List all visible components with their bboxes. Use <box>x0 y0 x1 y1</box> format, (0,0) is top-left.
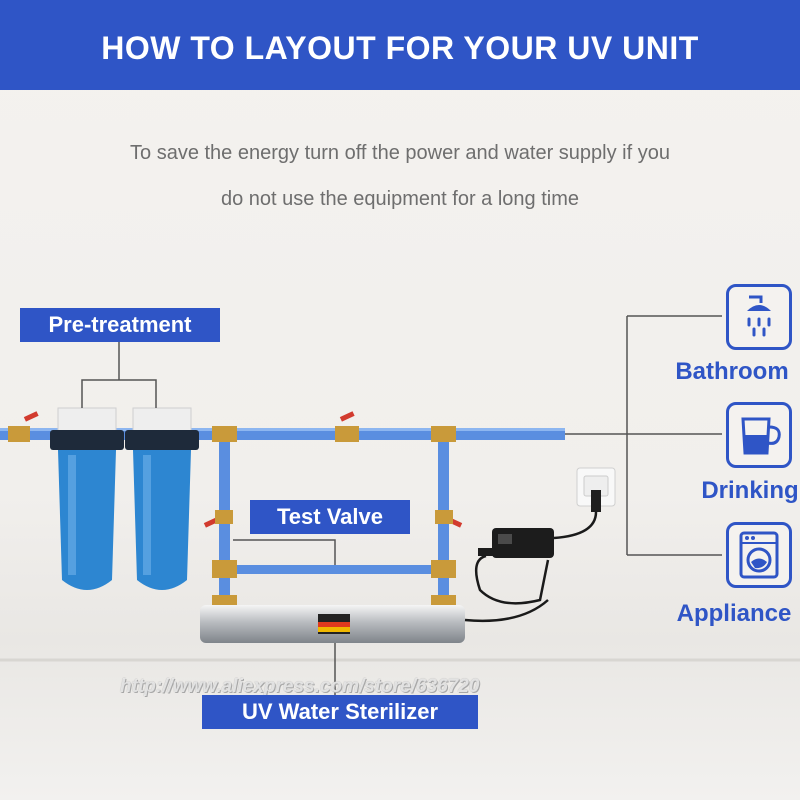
drinking-icon-box <box>726 402 792 468</box>
distribution-lines <box>565 315 722 556</box>
watermark-url: http://www.aliexpress.com/store/636720 <box>120 676 480 697</box>
test-valve-pipe <box>224 565 444 574</box>
filter-housing-left <box>50 407 124 590</box>
test-valve-label: Test Valve <box>250 500 410 534</box>
destination-appliance-label: Appliance <box>676 600 792 627</box>
shower-icon <box>747 295 771 337</box>
bathroom-icon-box <box>726 284 792 350</box>
subtitle-line-2: do not use the equipment for a long time <box>220 188 579 210</box>
pretreatment-label: Pre-treatment <box>20 308 220 342</box>
destination-drinking-label: Drinking <box>701 477 799 504</box>
power-socket <box>576 467 616 512</box>
filter-housing-right <box>125 407 199 590</box>
pretreatment-bracket <box>81 379 157 408</box>
test-valve-leader <box>233 539 336 565</box>
page-title: HOW TO LAYOUT FOR YOUR UV UNIT <box>0 0 800 90</box>
subtitle-line-1: To save the energy turn off the power an… <box>130 142 670 164</box>
power-cables <box>464 511 598 623</box>
cup-icon <box>741 417 781 455</box>
destination-bathroom-label: Bathroom <box>675 358 789 385</box>
appliance-icon-box <box>726 522 792 588</box>
uv-sterilizer-label: UV Water Sterilizer <box>202 695 478 729</box>
ballast-unit <box>478 528 554 558</box>
uv-sterilizer-tube <box>200 605 465 643</box>
washing-machine-icon <box>739 531 779 579</box>
